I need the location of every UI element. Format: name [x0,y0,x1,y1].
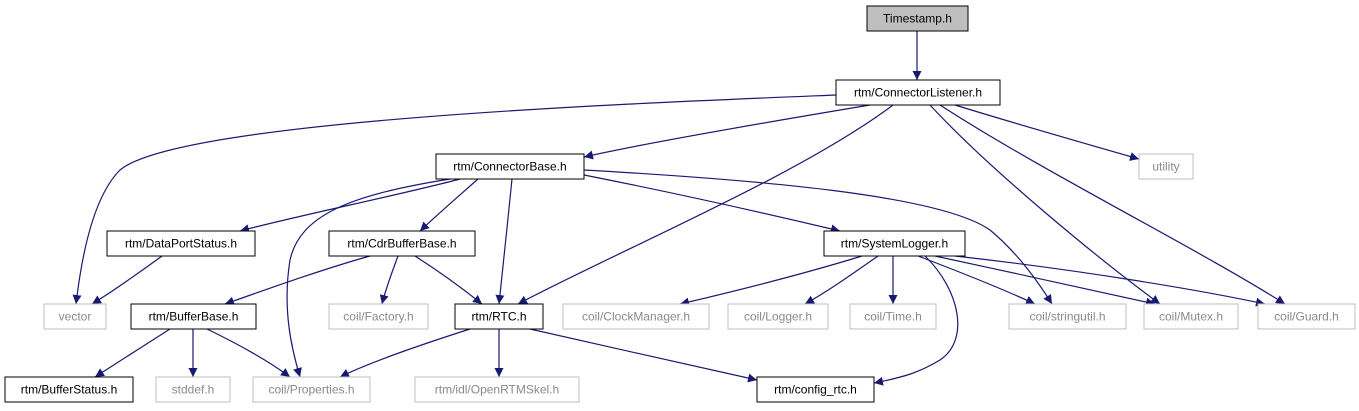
node-label-rtc: rtm/RTC.h [471,310,526,324]
node-label-timestamp: Timestamp.h [883,12,952,26]
node-box-dataportstatus [106,230,256,257]
node-label-cdrbufferbase: rtm/CdrBufferBase.h [347,237,456,251]
node-bufferbase[interactable]: rtm/BufferBase.h [130,303,257,330]
node-stringutil[interactable]: coil/stringutil.h [1008,303,1127,330]
node-label-connlistener: rtm/ConnectorListener.h [854,86,982,100]
edge-cdrbufferbase-to-factory [379,255,399,305]
edge-systemlogger-to-logger [804,255,879,305]
node-time[interactable]: coil/Time.h [849,303,937,330]
node-box-mutex [1143,303,1239,330]
node-cdrbufferbase[interactable]: rtm/CdrBufferBase.h [328,230,476,257]
node-label-time: coil/Time.h [864,310,922,324]
edge-cdrbufferbase-to-bufferbase [224,255,371,306]
node-box-rtc [454,303,544,330]
edge-systemlogger-to-clockmanager [679,255,863,307]
node-guard[interactable]: coil/Guard.h [1257,303,1356,330]
edge-connbase-to-cdrbufferbase [419,178,479,232]
node-configrtc[interactable]: rtm/config_rtc.h [756,376,875,403]
node-label-bufferbase: rtm/BufferBase.h [149,310,239,324]
node-box-cdrbufferbase [328,230,476,257]
node-connbase[interactable]: rtm/ConnectorBase.h [435,153,585,180]
edge-connbase-to-dataportstatus [239,178,461,234]
edge-bufferbase-to-bufferstatus [94,328,171,378]
node-clockmanager[interactable]: coil/ClockManager.h [562,303,710,330]
node-label-logger: coil/Logger.h [744,310,812,324]
node-factory[interactable]: coil/Factory.h [328,303,429,330]
node-label-clockmanager: coil/ClockManager.h [582,310,690,324]
node-label-guard: coil/Guard.h [1274,310,1339,324]
node-label-dataportstatus: rtm/DataPortStatus.h [125,237,237,251]
node-label-stringutil: coil/stringutil.h [1029,310,1105,324]
edge-rtc-to-configrtc [529,328,758,383]
edge-connlistener-to-mutex [929,104,1161,305]
edge-connlistener-to-rtc [517,104,894,305]
node-label-connbase: rtm/ConnectorBase.h [453,160,566,174]
edge-connlistener-to-guard [939,104,1286,305]
node-box-connlistener [835,79,1001,106]
node-systemlogger[interactable]: rtm/SystemLogger.h [823,230,966,257]
edge-systemlogger-to-guard [954,255,1266,307]
edge-connbase-to-systemlogger [583,174,841,234]
node-mutex[interactable]: coil/Mutex.h [1143,303,1239,330]
node-label-mutex: coil/Mutex.h [1159,310,1223,324]
edge-rtc-to-properties [339,328,471,378]
node-box-guard [1257,303,1356,330]
node-properties[interactable]: coil/Properties.h [252,376,371,403]
edge-connlistener-to-connbase [583,104,871,160]
node-box-bufferbase [130,303,257,330]
node-label-openrtmskel: rtm/idl/OpenRTMSkel.h [435,383,559,397]
node-box-bufferstatus [4,376,134,403]
node-box-systemlogger [823,230,966,257]
header-nodes: Timestamp.h rtm/ConnectorListener.h rtm/Co… [4,5,1356,403]
node-box-logger [727,303,829,330]
node-box-connbase [435,153,585,180]
node-label-vector: vector [59,310,92,324]
node-label-factory: coil/Factory.h [343,310,413,324]
edge-systemlogger-to-stringutil [917,255,1036,305]
node-utility[interactable]: utility [1138,153,1194,180]
edge-connbase-to-stringutil [583,169,1053,305]
node-label-stddef: stddef.h [172,383,215,397]
edge-connlistener-to-vector [72,94,837,305]
node-box-vector [43,303,107,330]
node-logger[interactable]: coil/Logger.h [727,303,829,330]
edge-systemlogger-to-configrtc [873,255,959,386]
node-label-properties: coil/Properties.h [268,383,354,397]
node-stddef[interactable]: stddef.h [155,376,231,403]
node-box-stddef [155,376,231,403]
node-label-systemlogger: rtm/SystemLogger.h [841,237,948,251]
node-box-properties [252,376,371,403]
node-dataportstatus[interactable]: rtm/DataPortStatus.h [106,230,256,257]
node-timestamp[interactable]: Timestamp.h [866,5,969,32]
node-box-configrtc [756,376,875,403]
node-box-stringutil [1008,303,1127,330]
node-box-time [849,303,937,330]
node-connlistener[interactable]: rtm/ConnectorListener.h [835,79,1001,106]
edge-cdrbufferbase-to-rtc [414,255,483,305]
edge-connbase-to-rtc [495,178,513,305]
edge-connbase-to-properties [286,178,451,378]
node-bufferstatus[interactable]: rtm/BufferStatus.h [4,376,134,403]
node-label-configrtc: rtm/config_rtc.h [774,383,857,397]
node-box-factory [328,303,429,330]
node-label-utility: utility [1152,160,1179,174]
node-box-clockmanager [562,303,710,330]
edge-dataportstatus-to-vector [91,255,163,305]
edge-connlistener-to-utility [954,104,1140,161]
node-box-utility [1138,153,1194,180]
node-box-timestamp [866,5,969,32]
edge-bufferbase-to-properties [206,328,291,378]
edge-systemlogger-to-mutex [934,255,1156,307]
node-label-bufferstatus: rtm/BufferStatus.h [21,383,118,397]
node-vector[interactable]: vector [43,303,107,330]
dependency-edges [72,31,1286,386]
node-box-openrtmskel [414,376,580,403]
node-rtc[interactable]: rtm/RTC.h [454,303,544,330]
node-openrtmskel[interactable]: rtm/idl/OpenRTMSkel.h [414,376,580,403]
